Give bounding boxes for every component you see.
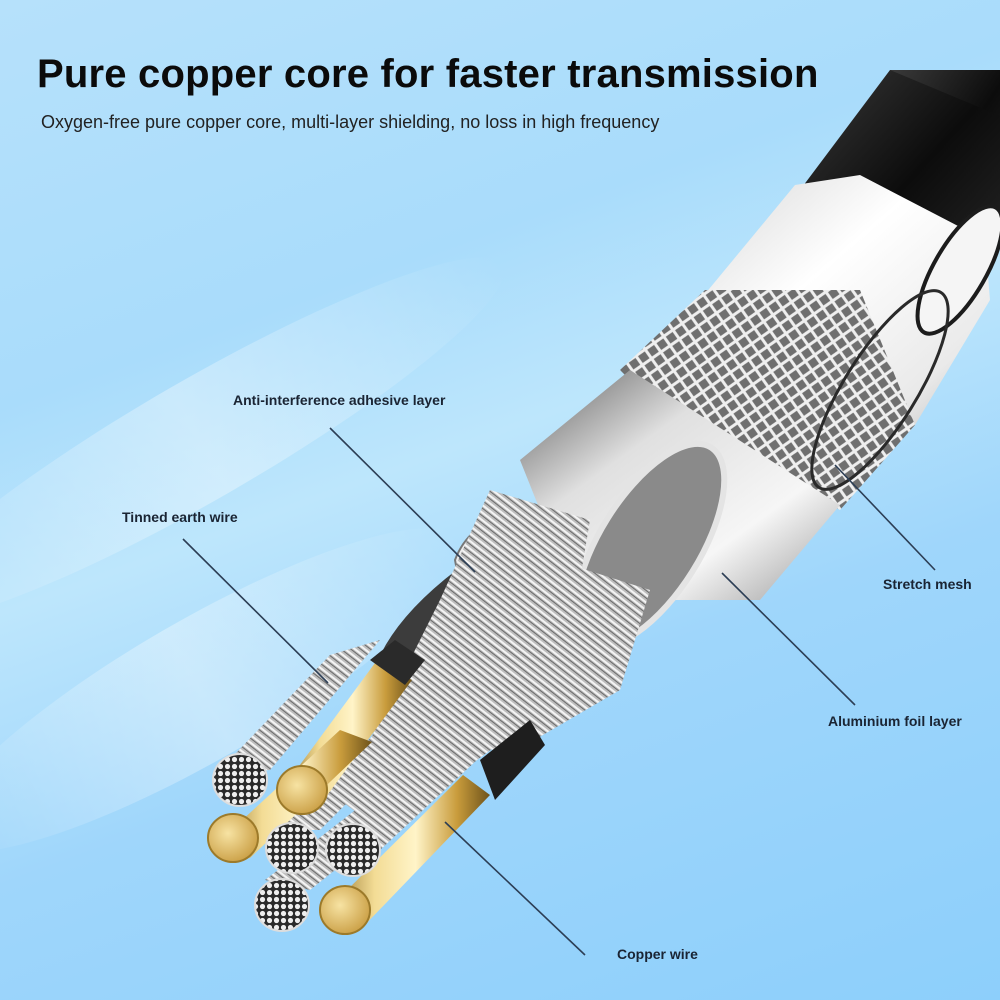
conductors: [207, 640, 545, 935]
leader-lines: [182, 427, 936, 956]
label-tinned-earth-wire: Tinned earth wire: [122, 509, 238, 525]
page-title: Pure copper core for faster transmission: [37, 52, 819, 96]
stretch-mesh: [620, 289, 950, 510]
leader-line-mesh: [834, 464, 936, 571]
page-subtitle: Oxygen-free pure copper core, multi-laye…: [41, 112, 660, 132]
leader-line-copper: [444, 821, 586, 956]
label-copper-wire: Copper wire: [617, 946, 698, 962]
label-stretch-mesh: Stretch mesh: [883, 576, 972, 592]
leader-line-foil: [721, 572, 856, 706]
label-anti-interference-adhesive-layer: Anti-interference adhesive layer: [233, 392, 446, 408]
leader-line-earth: [182, 538, 329, 684]
leader-line-adhesive: [329, 427, 476, 573]
label-aluminium-foil-layer: Aluminium foil layer: [828, 713, 962, 729]
